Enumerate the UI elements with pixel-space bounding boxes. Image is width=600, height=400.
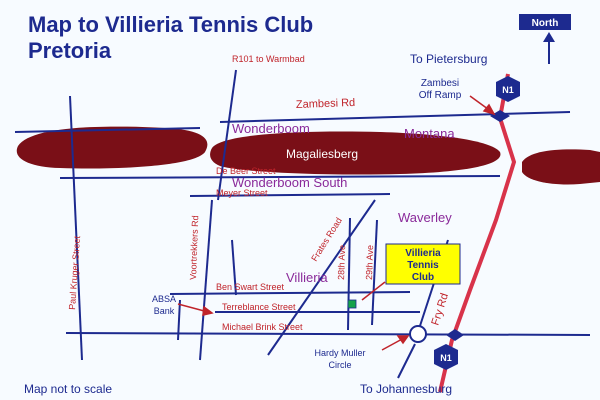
de-beer-street: [59, 175, 501, 179]
road-label-terreblance: Terreblance Street: [222, 302, 296, 312]
road-label-meyer: Meyer Street: [216, 188, 268, 198]
road-label-28th: 28th Ave: [336, 245, 347, 280]
north-arrow-icon: [543, 32, 555, 42]
voortrekkers-road: [199, 199, 213, 361]
area-wonderboom: Wonderboom: [232, 121, 310, 136]
road-label-29th: 29th Ave: [364, 245, 375, 280]
ben-swart-street: [169, 291, 411, 295]
road-label-de-beer: De Beer Street: [216, 166, 276, 176]
map-subtitle: Pretoria: [28, 38, 112, 63]
absa-bank-line1: ABSA: [152, 294, 176, 304]
absa-arrow-icon: [202, 305, 214, 316]
magaliesberg-ridge: [16, 126, 600, 185]
road-label-ben-swart: Ben Swart Street: [216, 282, 285, 292]
club-callout: Villieria Tennis Club: [385, 243, 461, 285]
ave-28: [347, 217, 351, 331]
ramp-label-line1: Zambesi: [421, 78, 459, 89]
road-label-voortrekkers: Voortrekkers Rd: [188, 215, 200, 280]
ramp-label-line2: Off Ramp: [419, 90, 462, 101]
r101-road: [217, 69, 237, 201]
dest-johannesburg: To Johannesburg: [360, 382, 452, 396]
michael-brink-interchange: [446, 329, 464, 341]
circle-label-line2: Circle: [328, 360, 351, 370]
area-montana: Montana: [404, 126, 455, 141]
circle-south-road: [397, 343, 416, 379]
misc-road-west: [177, 299, 181, 341]
ridge-west: [16, 126, 208, 169]
ramp-arrow-icon: [482, 103, 496, 116]
dest-pietersburg: To Pietersburg: [410, 52, 487, 66]
area-wonderboom-south: Wonderboom South: [232, 175, 347, 190]
road-label-fry: Fry Rd: [429, 292, 451, 327]
club-name-line2: Tennis: [407, 260, 439, 271]
map-title: Map to Villieria Tennis Club: [28, 12, 313, 37]
north-label: North: [532, 18, 559, 29]
club-name-line1: Villieria: [405, 248, 441, 259]
circle-arrow-icon: [396, 335, 410, 345]
n1-highway: [438, 73, 517, 393]
ridge-central: [210, 131, 501, 175]
n1-shield-bottom: N1: [434, 344, 458, 370]
n1-label-bottom: N1: [440, 353, 452, 363]
club-box: [385, 243, 461, 285]
wonderboom-road: [14, 127, 201, 133]
meyer-street: [189, 193, 391, 197]
ave-29: [371, 219, 378, 326]
area-villieria: Villieria: [286, 270, 328, 285]
n1-shield-top: N1: [496, 76, 520, 102]
north-badge: [519, 14, 571, 30]
misc-road-east: [231, 239, 237, 296]
absa-bank-line2: Bank: [154, 306, 175, 316]
zambesi-off-ramp-interchange: [490, 110, 510, 122]
zambesi-road: [219, 111, 571, 123]
n1-label-top: N1: [502, 85, 514, 95]
pointer-arrows: [177, 95, 496, 351]
area-magaliesberg: Magaliesberg: [286, 147, 358, 161]
road-label-r101: R101 to Warmbad: [232, 54, 305, 64]
paul-kruger-street: [69, 95, 83, 361]
scale-note: Map not to scale: [24, 382, 112, 396]
club-name-line3: Club: [412, 272, 434, 283]
michael-brink-street: [65, 332, 591, 336]
frates-road: [267, 199, 376, 356]
circle-label-line1: Hardy Muller: [314, 348, 365, 358]
area-waverley: Waverley: [398, 210, 452, 225]
hardy-muller-circle: [409, 325, 427, 343]
ridge-east: [522, 149, 600, 185]
road-label-michael-brink: Michael Brink Street: [222, 322, 303, 332]
north-indicator: North: [519, 14, 571, 64]
roads: [14, 69, 591, 379]
road-label-zambesi: Zambesi Rd: [296, 97, 356, 111]
club-marker-icon: [347, 299, 357, 309]
